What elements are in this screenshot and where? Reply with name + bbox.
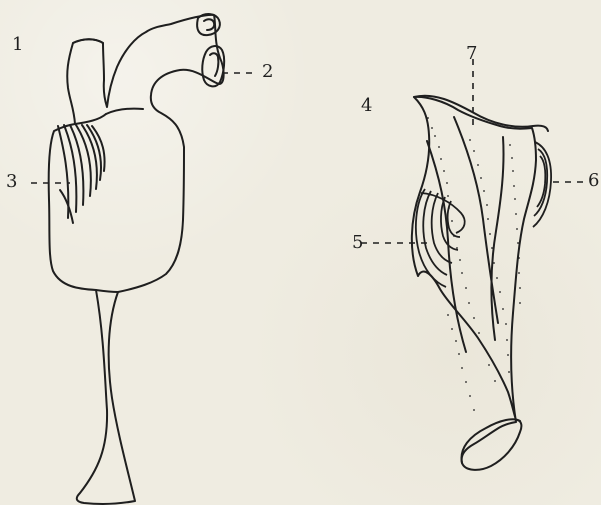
left-specimen-outline [49,15,224,504]
right-inner-right-wall [491,137,503,340]
left-neck-seam [75,114,106,124]
left-layered-pattern [58,125,105,223]
right-bottom-cap [462,419,520,463]
right-top-rim [414,96,548,131]
figure-label-1: 1 [12,36,23,54]
part-label-2: 2 [262,63,273,81]
left-opening-top [197,14,220,35]
left-upper-curve [106,109,143,114]
part-label-7: 7 [466,45,477,63]
part-label-6: 6 [588,172,599,190]
part-label-3: 3 [6,173,17,191]
figure-label-4: 4 [361,97,372,115]
left-side-opening-inner [210,53,218,76]
left-lower-joint [96,290,118,292]
part-label-5: 5 [352,234,363,252]
left-opening-inner [204,19,214,30]
left-inner-cut-top [73,39,103,43]
right-stippling [427,117,521,411]
right-inner-left-wall [427,141,466,352]
